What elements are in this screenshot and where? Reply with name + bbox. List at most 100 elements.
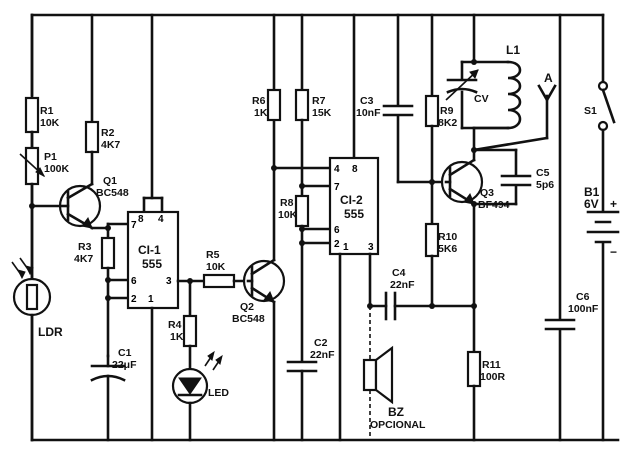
- c4-ref: C4: [392, 267, 406, 279]
- c1-ref: C1: [118, 347, 132, 359]
- ci2-ref: CI-2: [340, 193, 363, 207]
- resistor-icon: [424, 222, 440, 258]
- r1-ref: R1: [40, 105, 54, 117]
- r4-ref: R4: [168, 319, 182, 331]
- inductor-icon: [506, 60, 522, 130]
- ci1-pin1: 1: [148, 294, 154, 305]
- capacitor-icon: [500, 174, 532, 187]
- battery-plus: +: [610, 197, 617, 211]
- led-stage: [171, 279, 223, 442]
- r10-ref: R10: [438, 231, 457, 243]
- resistor-icon: [100, 236, 116, 270]
- tank-circuit: [445, 13, 522, 130]
- antenna-icon: [472, 84, 557, 152]
- sensor-stage: [11, 13, 130, 442]
- q1-value: BC548: [96, 187, 129, 199]
- r3-ref: R3: [78, 241, 92, 253]
- r9-ref: R9: [440, 105, 454, 117]
- ci1-ref: CI-1: [138, 243, 161, 257]
- resistor-icon: [202, 273, 236, 289]
- ci2-pin2: 2: [334, 239, 340, 250]
- q2-ref: Q2: [240, 301, 254, 313]
- ldr-label: LDR: [38, 325, 63, 339]
- c5-ref: C5: [536, 167, 550, 179]
- c3-group: [382, 13, 448, 184]
- ci2-value: 555: [344, 207, 364, 221]
- l1-label: L1: [506, 43, 520, 57]
- c4-value: 22nF: [390, 279, 415, 291]
- capacitor-icon: [544, 318, 576, 331]
- antenna-label: A: [544, 71, 553, 85]
- ci1-chip: [126, 13, 206, 442]
- r8-ref: R8: [280, 197, 294, 209]
- resistor-icon: [424, 94, 440, 128]
- r6-value: 1K: [254, 107, 268, 119]
- ci2-pin8: 8: [352, 164, 358, 175]
- r5-value: 10K: [206, 261, 226, 273]
- capacitor-icon: [384, 291, 397, 321]
- timing-network-ci2: [286, 13, 332, 442]
- npn-transistor-icon: [440, 160, 484, 204]
- ci2-pin1: 1: [343, 242, 349, 253]
- r8-value: 10K: [278, 209, 298, 221]
- q3-group: [440, 126, 484, 354]
- r11-value: 100R: [480, 371, 506, 383]
- p1-ref: P1: [44, 151, 57, 163]
- resistor-icon: [182, 314, 198, 348]
- b1-value: 6V: [584, 197, 599, 211]
- speaker-icon: [362, 345, 394, 405]
- c2-ref: C2: [314, 337, 328, 349]
- ci1-pin8: 8: [138, 214, 144, 225]
- ci1-value: 555: [142, 257, 162, 271]
- r6-ref: R6: [252, 95, 266, 107]
- resistor-icon: [294, 194, 310, 228]
- r9-value: 8K2: [438, 117, 457, 129]
- r7-ref: R7: [312, 95, 326, 107]
- c6-value: 100nF: [568, 303, 599, 315]
- ci2-pin3: 3: [368, 242, 374, 253]
- c2-value: 22nF: [310, 349, 335, 361]
- battery-minus: −: [610, 245, 617, 259]
- capacitor-icon: [286, 360, 318, 373]
- q1-ref: Q1: [103, 175, 117, 187]
- ci1-pin7: 7: [131, 220, 137, 231]
- led-label: LED: [208, 387, 229, 399]
- npn-transistor-icon: [242, 259, 286, 303]
- bz-ref: BZ: [388, 405, 404, 419]
- c6-ref: C6: [576, 291, 590, 303]
- supply: [586, 13, 620, 442]
- ci2-pin7: 7: [334, 182, 340, 193]
- s1-label: S1: [584, 105, 597, 117]
- resistor-icon: [466, 350, 482, 388]
- ci1-pin3: 3: [166, 276, 172, 287]
- q2-group: [242, 118, 286, 442]
- ci2-pin6: 6: [334, 225, 340, 236]
- buzzer-group: [362, 306, 394, 440]
- r2-ref: R2: [101, 127, 115, 139]
- labels: R1 10K P1 100K R2 4K7 Q1 BC548 R3 4K7 LD…: [38, 43, 617, 431]
- r7-value: 15K: [312, 107, 332, 119]
- ci1-pin2: 2: [131, 294, 137, 305]
- q3-bias: [424, 13, 440, 308]
- power-rails: [30, 13, 620, 442]
- cv-label: CV: [474, 93, 489, 105]
- ci2-chip: [328, 13, 388, 442]
- r2-value: 4K7: [101, 139, 120, 151]
- resistor-icon: [24, 96, 40, 134]
- c3-value: 10nF: [356, 107, 381, 119]
- q3-value: BF494: [478, 199, 510, 211]
- r10-value: 5K6: [438, 243, 457, 255]
- b1-ref: B1: [584, 185, 600, 199]
- c6-group: [544, 13, 576, 442]
- resistor-icon: [266, 88, 282, 122]
- p1-value: 100K: [44, 163, 70, 175]
- c5-value: 5p6: [536, 179, 554, 191]
- ci2-pin4: 4: [334, 164, 340, 175]
- switch-icon: [597, 80, 616, 132]
- q3-ref: Q3: [480, 187, 494, 199]
- r3-value: 4K7: [74, 253, 93, 265]
- variable-capacitor-icon: [445, 69, 479, 101]
- r1-value: 10K: [40, 117, 60, 129]
- r4-value: 1K: [170, 331, 184, 343]
- ci1-pin4: 4: [158, 214, 164, 225]
